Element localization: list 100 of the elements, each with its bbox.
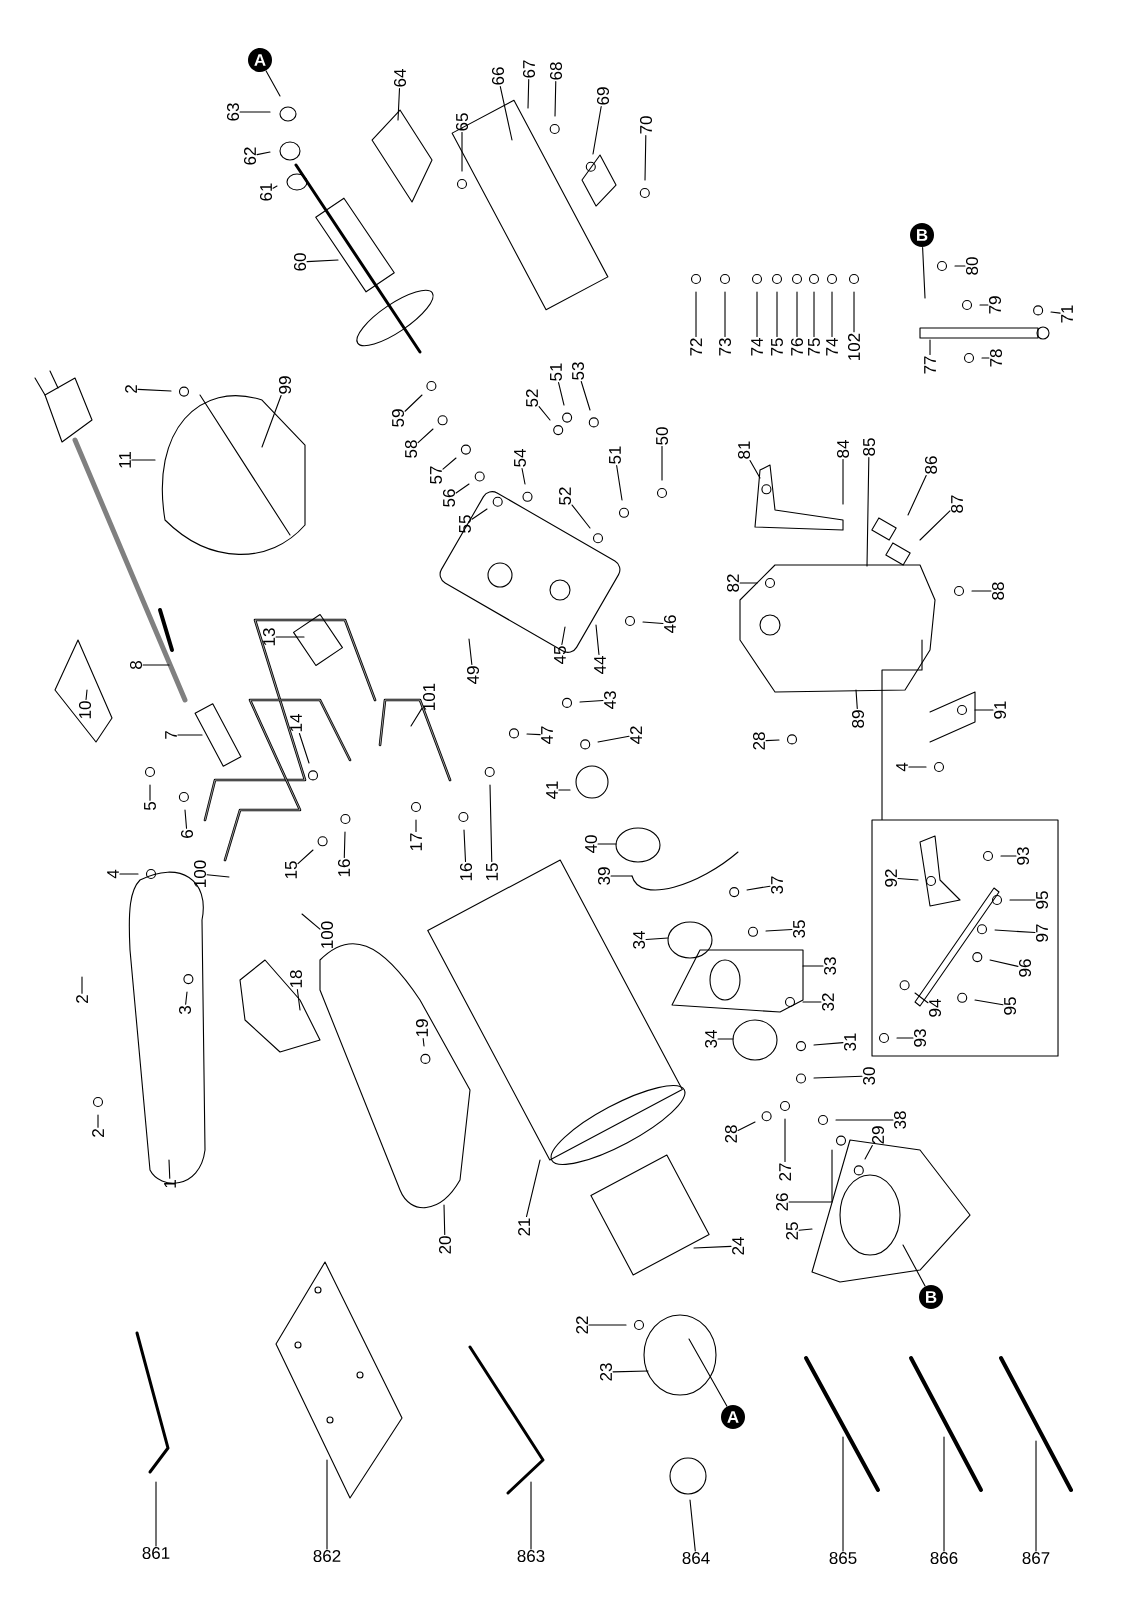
leader-line <box>610 875 633 877</box>
leader-line <box>974 999 1004 1006</box>
leader-line <box>261 394 282 448</box>
leader-line <box>842 458 844 505</box>
leader-line <box>306 259 339 263</box>
callout-number: 3 <box>179 1006 192 1015</box>
leader-line <box>463 829 467 863</box>
leader-line <box>746 885 771 891</box>
leader-line <box>417 428 434 444</box>
callout-number: 15 <box>285 861 297 879</box>
connector-line <box>881 639 923 820</box>
callout-number: 66 <box>492 67 505 85</box>
callout-number: 7 <box>165 731 177 739</box>
leader-line <box>784 1118 786 1163</box>
leader-line <box>954 265 966 267</box>
leader-line <box>907 474 927 516</box>
leader-line <box>688 1338 728 1407</box>
callout-number: 93 <box>914 1029 927 1047</box>
callout-number: 864 <box>682 1552 710 1565</box>
callout-number: 60 <box>294 253 307 271</box>
leader-line <box>525 1159 541 1218</box>
leader-line <box>802 965 824 967</box>
leader-line <box>155 1481 157 1547</box>
callout-number: 28 <box>753 732 766 750</box>
leader-line <box>119 873 139 875</box>
callout-number: 82 <box>727 574 740 592</box>
callout-number: 102 <box>848 333 861 360</box>
callout-number: 52 <box>559 487 572 505</box>
leader-line <box>842 1436 844 1552</box>
leader-line <box>695 291 697 338</box>
leader-line <box>974 709 994 711</box>
callout-number: 71 <box>1061 305 1073 323</box>
leader-line <box>239 111 271 113</box>
leader-line <box>866 456 870 567</box>
callout-number: 99 <box>279 376 292 394</box>
callout-number: 55 <box>459 515 471 533</box>
callout-number: 49 <box>467 666 480 685</box>
callout-number: 6 <box>181 830 194 838</box>
leader-line <box>642 621 664 625</box>
leader-line <box>410 707 423 727</box>
callout-number: 13 <box>263 628 276 646</box>
leader-line <box>301 913 321 930</box>
callout-number: 39 <box>598 867 611 885</box>
callout-number: 59 <box>392 409 405 427</box>
leader-line <box>864 1144 873 1160</box>
callout-number: 5 <box>144 802 156 811</box>
callout-number: 31 <box>844 1033 857 1051</box>
callout-number: 96 <box>1019 959 1032 977</box>
callout-number: 26 <box>776 1193 789 1211</box>
leader-line <box>588 1324 627 1326</box>
leader-line <box>489 784 493 863</box>
callout-number: 29 <box>872 1126 885 1144</box>
leader-line <box>813 1075 863 1079</box>
callout-number: 47 <box>541 726 553 745</box>
callout-number: 17 <box>410 833 422 851</box>
leader-line <box>97 1114 99 1128</box>
leader-line <box>1009 899 1036 901</box>
leader-line <box>798 1228 813 1231</box>
callout-number: 865 <box>829 1552 857 1565</box>
leader-line <box>756 291 758 338</box>
leader-line <box>979 304 989 306</box>
callout-number: 70 <box>640 116 653 134</box>
leader-line <box>765 928 793 932</box>
callout-number: 78 <box>990 349 1003 367</box>
callout-number: 863 <box>517 1550 545 1563</box>
leader-line <box>579 699 604 703</box>
leader-line <box>443 1204 446 1236</box>
leader-line <box>724 291 726 338</box>
leader-line <box>914 992 929 1004</box>
callout-number: 97 <box>1036 924 1049 942</box>
callout-number: 54 <box>514 449 526 467</box>
leader-line <box>131 459 156 461</box>
callout-number: 8 <box>130 661 143 669</box>
callout-number: 1 <box>164 1180 176 1188</box>
leader-line <box>499 85 513 141</box>
callout-number: 10 <box>79 701 91 719</box>
leader-line <box>813 1042 844 1046</box>
callout-number: 63 <box>227 103 240 121</box>
callout-number: 22 <box>576 1316 588 1334</box>
callout-number: 24 <box>732 1237 744 1255</box>
leader-line <box>461 131 463 172</box>
leader-line <box>554 80 557 117</box>
leader-line <box>538 406 551 421</box>
callout-number: 67 <box>523 60 536 78</box>
callout-number: 30 <box>863 1067 876 1085</box>
leader-line <box>749 459 761 479</box>
leader-line <box>81 976 83 994</box>
leader-line <box>455 483 470 494</box>
callout-number: 52 <box>526 389 539 407</box>
callout-number: 15 <box>486 863 498 881</box>
callout-number: 64 <box>394 69 407 87</box>
callout-number: 73 <box>719 338 732 356</box>
leader-line <box>981 357 990 359</box>
callout-number: 91 <box>994 701 1007 719</box>
callout-number: 38 <box>894 1111 907 1129</box>
leader-line <box>612 1370 649 1373</box>
callout-number: 94 <box>929 999 942 1017</box>
leader-line <box>971 590 992 592</box>
callout-number: 4 <box>896 762 908 772</box>
callout-number: 34 <box>633 931 646 949</box>
